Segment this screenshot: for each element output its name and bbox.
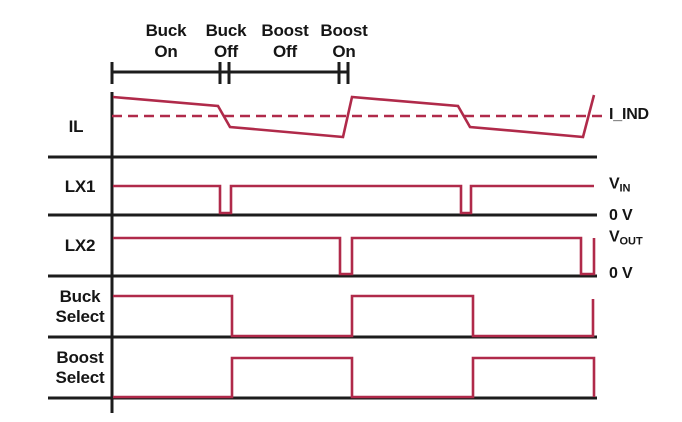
row-label-lx2: LX2	[64, 236, 96, 255]
phase-label-line2: Off	[273, 42, 297, 61]
label-i-ind: I_IND	[609, 106, 649, 123]
label-lx1-zero-volts: 0 V	[609, 207, 633, 224]
waveform-boost-select	[113, 356, 596, 399]
waveform-buck-select	[113, 294, 595, 338]
phase-label-line1: Buck	[145, 21, 187, 40]
label-v-in: VIN	[609, 175, 631, 195]
phase-label-line2: Off	[214, 42, 238, 61]
phase-label-buck-on: Buck On	[146, 20, 187, 62]
row-label-boost-select: Boost Select	[55, 348, 105, 387]
phase-label-line1: Buck	[205, 21, 247, 40]
label-v-out: VOUT	[609, 228, 643, 248]
row-label-buck-select: Buck Select	[55, 287, 105, 326]
phase-label-line2: On	[154, 42, 178, 61]
phase-label-line2: On	[332, 42, 356, 61]
row-label-lx1: LX1	[64, 177, 96, 196]
phase-label-line1: Boost	[261, 21, 309, 40]
waveform-il	[112, 94, 596, 139]
phase-label-boost-on: Boost On	[320, 20, 367, 62]
phase-label-line1: Boost	[320, 21, 368, 40]
row-label-il: IL	[68, 117, 84, 136]
phase-label-boost-off: Boost Off	[261, 20, 308, 62]
label-lx2-zero-volts: 0 V	[609, 265, 633, 282]
phase-label-buck-off: Buck Off	[206, 20, 247, 62]
waveform-lx1	[113, 184, 594, 215]
waveform-lx2	[113, 236, 596, 276]
